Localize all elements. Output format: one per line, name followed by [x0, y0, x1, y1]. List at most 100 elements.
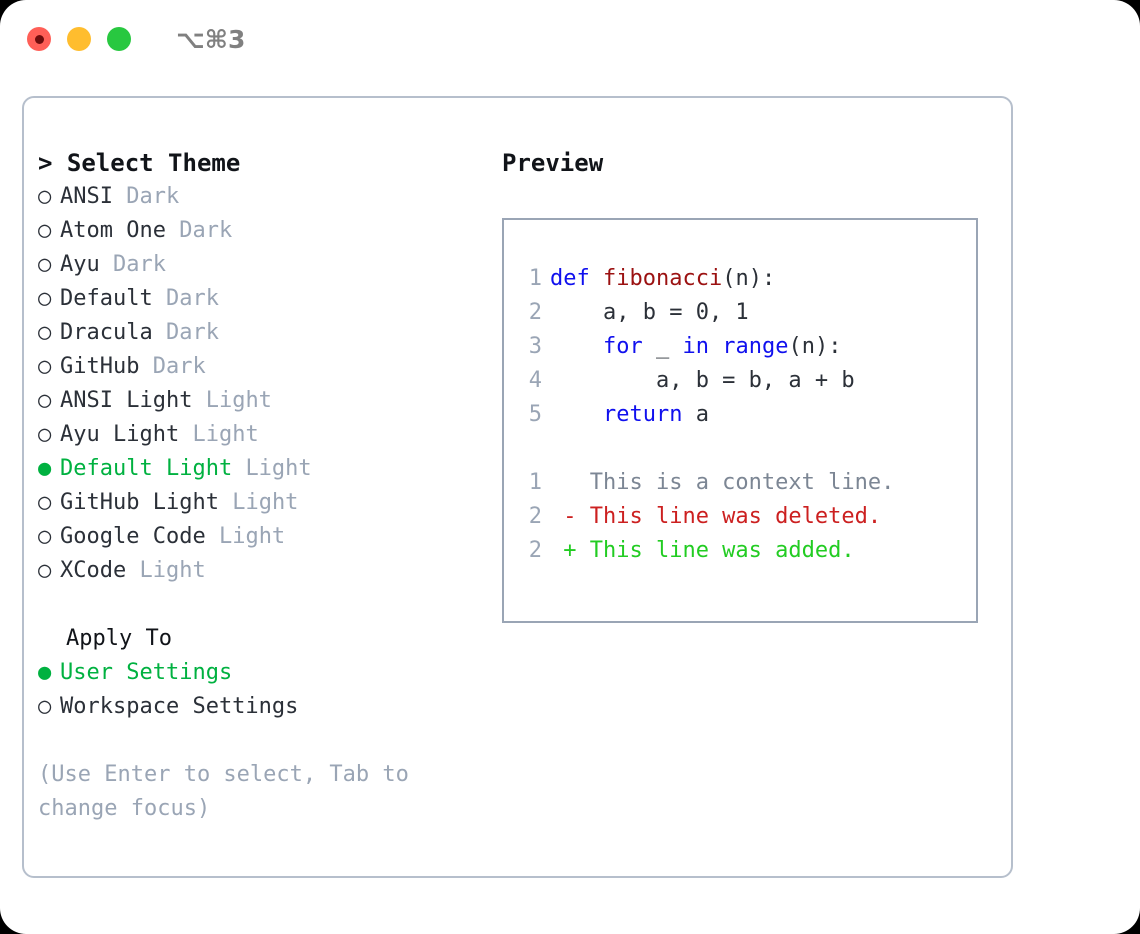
radio-unselected-icon: ○ [38, 694, 52, 719]
radio-unselected-icon: ○ [38, 286, 52, 311]
line-number: 2 [528, 300, 542, 325]
theme-variant-label: Light [205, 388, 272, 413]
theme-variant-label: Light [245, 456, 312, 481]
radio-unselected-icon: ○ [38, 184, 52, 209]
apply-to-item[interactable]: ○ Workspace Settings [38, 690, 498, 724]
theme-list-item[interactable]: ○ Ayu Light Light [38, 418, 498, 452]
theme-name-label: Ayu Light [60, 422, 180, 447]
code-token: range [722, 334, 789, 359]
theme-list-item[interactable]: ○Dracula Dark [38, 316, 498, 350]
apply-to-item[interactable]: ●User Settings [38, 656, 498, 690]
theme-variant-label: Dark [179, 218, 233, 243]
traffic-lights [27, 27, 147, 51]
code-token: in [682, 334, 723, 359]
close-button-icon[interactable] [27, 27, 51, 51]
line-number: 3 [528, 334, 542, 359]
diff-text: This is a context line. [550, 470, 895, 495]
code-line: 1 def fibonacci(n): [518, 262, 970, 296]
theme-list-item[interactable]: ● Default Light Light [38, 452, 498, 486]
keyboard-hint-text: (Use Enter to select, Tab to change focu… [38, 762, 409, 821]
minimize-button-icon[interactable] [67, 27, 91, 51]
radio-unselected-icon: ○ [38, 252, 52, 277]
line-number: 2 [528, 538, 542, 563]
radio-unselected-icon: ○ [38, 388, 52, 413]
code-token: a, b = b, a + b [550, 368, 855, 393]
radio-selected-icon: ● [38, 660, 52, 685]
code-token [550, 334, 603, 359]
code-token: for [602, 334, 656, 359]
radio-unselected-icon: ○ [38, 218, 52, 243]
theme-variant-label: Dark [165, 320, 219, 345]
code-token: a, b = 0, 1 [550, 300, 749, 325]
radio-unselected-icon: ○ [38, 422, 52, 447]
radio-unselected-icon: ○ [38, 558, 52, 583]
line-number: 5 [528, 402, 542, 427]
spacer [38, 588, 498, 622]
theme-variant-label: Dark [113, 252, 166, 277]
theme-name-label: ANSI Light [60, 388, 193, 413]
theme-name-label: GitHub Light [60, 490, 219, 515]
code-line: 5 return a [518, 398, 970, 432]
theme-list-item[interactable]: ○ Ayu Dark [38, 248, 498, 282]
theme-variant-label: Light [232, 490, 299, 515]
theme-variant-label: Dark [126, 184, 180, 209]
theme-variant-label: Light [139, 558, 206, 583]
theme-list-item[interactable]: ○Default Dark [38, 282, 498, 316]
theme-name-label: Default Light [60, 456, 233, 481]
diff-text: - This line was deleted. [550, 504, 882, 529]
apply-to-header: Apply To [66, 626, 172, 651]
theme-list-item[interactable]: ○ Atom One Dark [38, 214, 498, 248]
theme-list-item[interactable]: ○GitHub Dark [38, 350, 498, 384]
theme-list-item[interactable]: ○Google Code Light [38, 520, 498, 554]
code-token: (n): [788, 334, 842, 359]
radio-unselected-icon: ○ [38, 354, 52, 379]
keyboard-shortcut-label: ⌥⌘3 [176, 24, 246, 54]
code-token: fibonacci [602, 266, 723, 291]
apply-to-list[interactable]: ●User Settings ○ Workspace Settings [38, 656, 498, 724]
zoom-button-icon[interactable] [107, 27, 131, 51]
code-token: return [602, 402, 696, 427]
diff-text: + This line was added. [550, 538, 855, 563]
dialog-card: > Select Theme ○ANSI Dark○Atom One Dark○… [22, 96, 1013, 878]
line-number: 1 [528, 266, 542, 291]
diff-line: 2 + This line was added. [518, 534, 970, 568]
theme-name-label: ANSI [60, 184, 113, 209]
theme-list-item[interactable]: ○ ANSI Dark [38, 180, 498, 214]
code-token: def [550, 266, 603, 291]
theme-name-label: GitHub [60, 354, 140, 379]
code-line: 4 a, b = b, a + b [518, 364, 970, 398]
code-token: _ [655, 334, 683, 359]
theme-name-label: Ayu [60, 252, 100, 277]
theme-list-item[interactable]: ○ GitHub Light Light [38, 486, 498, 520]
radio-unselected-icon: ○ [38, 490, 52, 515]
select-theme-header: > Select Theme [38, 149, 241, 177]
diff-line: 2 - This line was deleted. [518, 500, 970, 534]
theme-name-label: Dracula [60, 320, 153, 345]
line-number: 1 [528, 470, 542, 495]
radio-unselected-icon: ○ [38, 524, 52, 549]
diff-lines: 1 This is a context line.2 - This line w… [518, 466, 970, 568]
radio-selected-icon: ● [38, 456, 52, 481]
apply-to-label: Workspace Settings [60, 694, 299, 719]
theme-variant-label: Light [192, 422, 259, 447]
theme-list-item[interactable]: ○ ANSI Light Light [38, 384, 498, 418]
theme-list[interactable]: ○ANSI Dark○Atom One Dark○Ayu Dark○Defaul… [38, 180, 498, 588]
line-number: 4 [528, 368, 542, 393]
theme-name-label: Atom One [60, 218, 166, 243]
theme-variant-label: Dark [165, 286, 219, 311]
theme-list-item[interactable]: ○ XCode Light [38, 554, 498, 588]
code-token: (n): [722, 266, 776, 291]
preview-title: Preview [502, 149, 604, 177]
diff-line: 1 This is a context line. [518, 466, 970, 500]
code-token [550, 402, 603, 427]
theme-name-label: XCode [60, 558, 127, 583]
theme-name-label: Google Code [60, 524, 206, 549]
title-bar: ⌥⌘3 [0, 0, 1140, 78]
code-line: 3 for _ in range(n): [518, 330, 970, 364]
theme-selection-panel: > Select Theme ○ANSI Dark○Atom One Dark○… [38, 146, 498, 826]
